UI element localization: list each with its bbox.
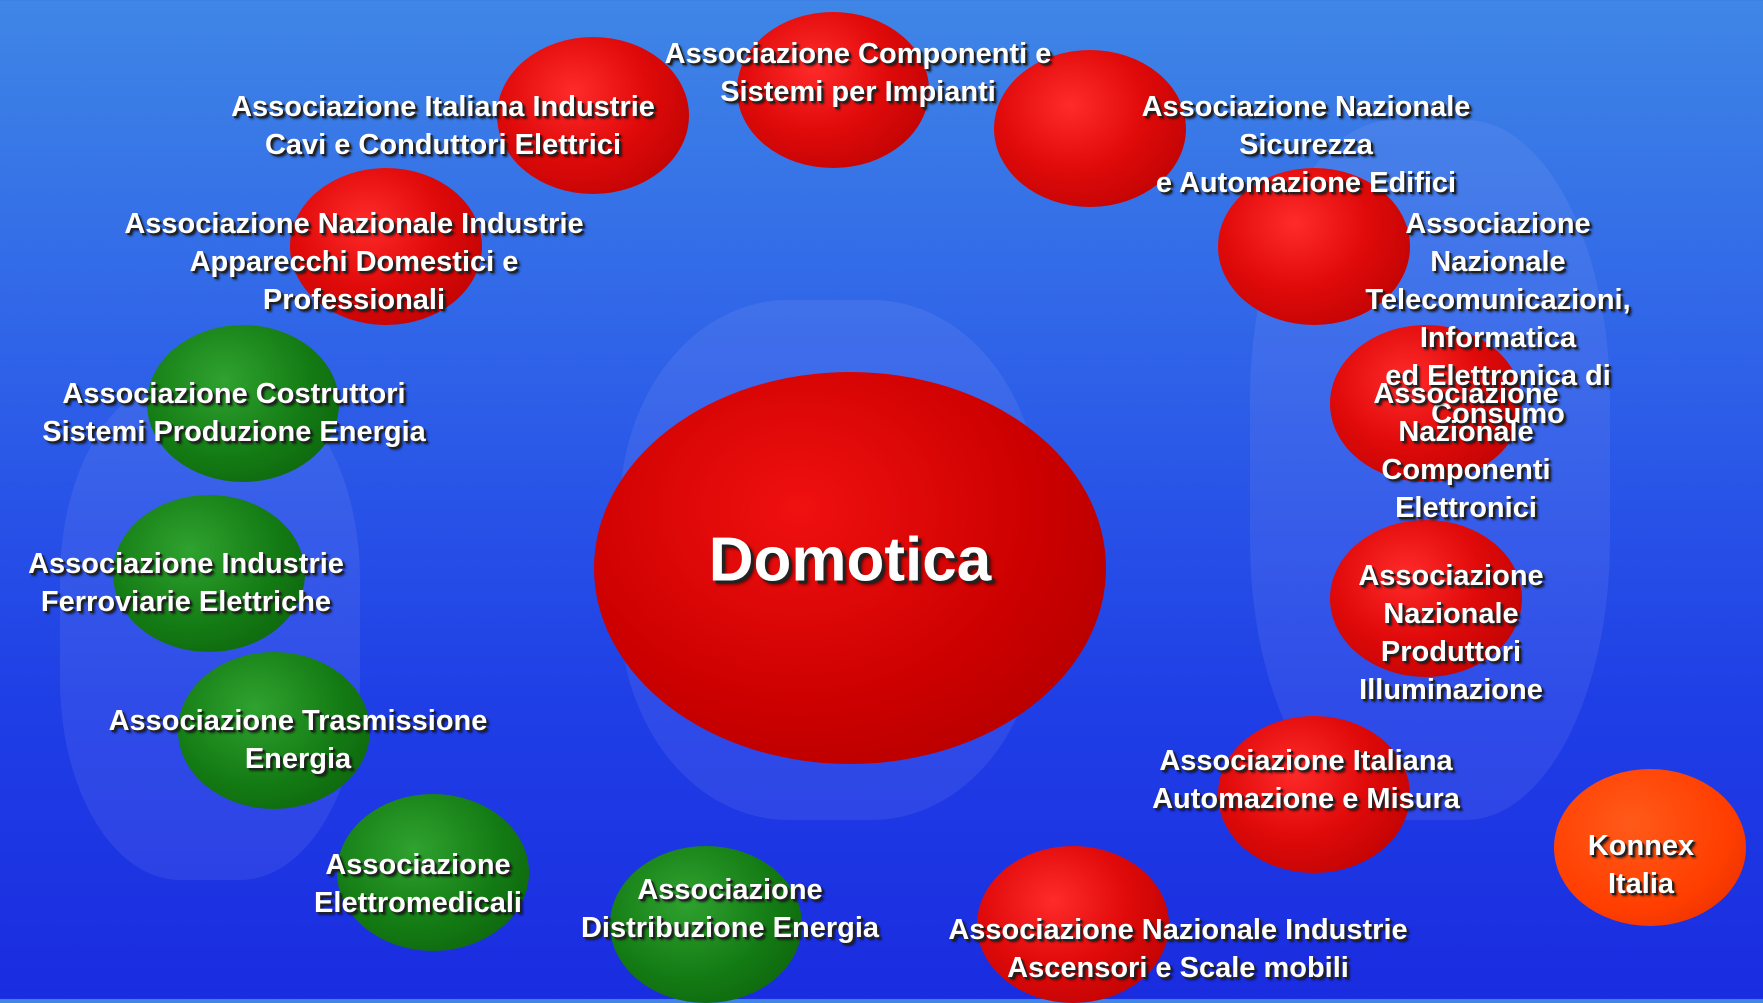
- node-bubble-telecomunicazioni: [1218, 168, 1410, 325]
- node-bubble-cavi-conduttori: [497, 37, 689, 194]
- node-label-ascensori: Associazione Nazionale Industrie Ascenso…: [948, 914, 1408, 984]
- node-bubble-sicurezza-automazione: [994, 50, 1186, 207]
- node-label-elettromedicali: Associazione Elettromedicali: [314, 849, 522, 919]
- node-bubble-trasmissione-energia: [178, 652, 370, 809]
- center-bubble: [594, 372, 1106, 764]
- node-label-automazione-misura: Associazione Italiana Automazione e Misu…: [1152, 745, 1460, 815]
- node-label-cavi-conduttori: Associazione Italiana Industrie Cavi e C…: [231, 91, 655, 161]
- node-label-componenti-sistemi: Associazione Componenti e Sistemi per Im…: [664, 38, 1052, 108]
- node-bubble-konnex: [1554, 769, 1746, 926]
- center-label: Domotica: [708, 525, 992, 595]
- node-label-produzione-energia: Associazione Costruttori Sistemi Produzi…: [42, 378, 426, 448]
- node-bubble-distribuzione-energia: [610, 846, 802, 1003]
- node-bubble-illuminazione: [1330, 520, 1522, 677]
- node-label-sicurezza-automazione: Associazione Nazionale Sicurezza e Autom…: [1141, 91, 1471, 199]
- node-label-distribuzione-energia: Associazione Distribuzione Energia: [580, 874, 880, 944]
- node-bubble-ferroviarie: [113, 495, 305, 652]
- node-bubble-produzione-energia: [147, 325, 339, 482]
- node-bubble-componenti-elettronici: [1330, 325, 1522, 482]
- node-label-trasmissione-energia: Associazione Trasmissione Energia: [108, 705, 488, 775]
- node-bubble-apparecchi-domestici: [290, 168, 482, 325]
- node-label-telecomunicazioni: Associazione Nazionale Telecomunicazioni…: [1365, 208, 1631, 430]
- node-label-illuminazione: Associazione Nazionale Produttori Illumi…: [1358, 560, 1544, 706]
- node-bubble-componenti-sistemi: [737, 12, 929, 168]
- node-label-ferroviarie: Associazione Industrie Ferroviarie Elett…: [28, 548, 344, 618]
- node-label-componenti-elettronici: Associazione Nazionale Componenti Elettr…: [1373, 378, 1559, 524]
- node-bubble-elettromedicali: [337, 794, 529, 951]
- node-label-apparecchi-domestici: Associazione Nazionale Industrie Apparec…: [124, 208, 584, 316]
- node-bubble-automazione-misura: [1218, 716, 1410, 873]
- node-label-konnex: Konnex Italia: [1587, 830, 1695, 900]
- node-bubble-ascensori: [977, 846, 1169, 1003]
